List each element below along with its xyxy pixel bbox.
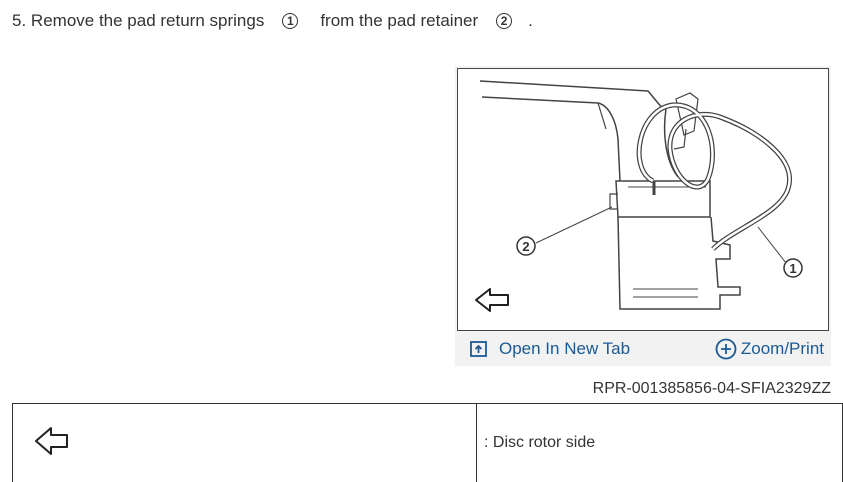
zoom-print-label: Zoom/Print [740,338,824,358]
legend-symbol-cell [12,403,477,482]
plus-circle-icon [715,338,737,359]
outline-left-arrow-icon [35,426,68,455]
figure-label-1: 1 [789,261,796,276]
open-external-icon [470,340,487,357]
step-instruction: 5. Remove the pad return springs 1 from … [12,11,533,31]
zoom-print-link[interactable]: Zoom/Print [715,338,824,360]
legend-description: : Disc rotor side [476,403,843,482]
open-new-tab-link[interactable]: Open In New Tab [469,339,630,359]
step-text-middle: from the pad retainer [320,11,479,30]
brake-spring-illustration: 2 1 [457,68,829,331]
figure-container: 2 1 Open In New Tab Zoom/Print [455,66,831,366]
legend-table: : Disc rotor side [12,403,843,482]
figure-label-2: 2 [522,239,529,254]
figure-id: RPR-001385856-04-SFIA2329ZZ [592,380,831,397]
step-number: 5. [12,11,27,30]
step-text-before: Remove the pad return springs [30,11,265,30]
callout-1-badge: 1 [282,13,299,29]
open-new-tab-label: Open In New Tab [499,338,631,358]
legend-row: : Disc rotor side [12,403,843,482]
illustration-svg: 2 1 [475,80,803,312]
outline-left-arrow-icon [475,288,509,312]
step-text-end: . [528,11,533,30]
callout-2-badge: 2 [496,13,513,29]
figure-toolbar: Open In New Tab Zoom/Print [455,331,831,366]
